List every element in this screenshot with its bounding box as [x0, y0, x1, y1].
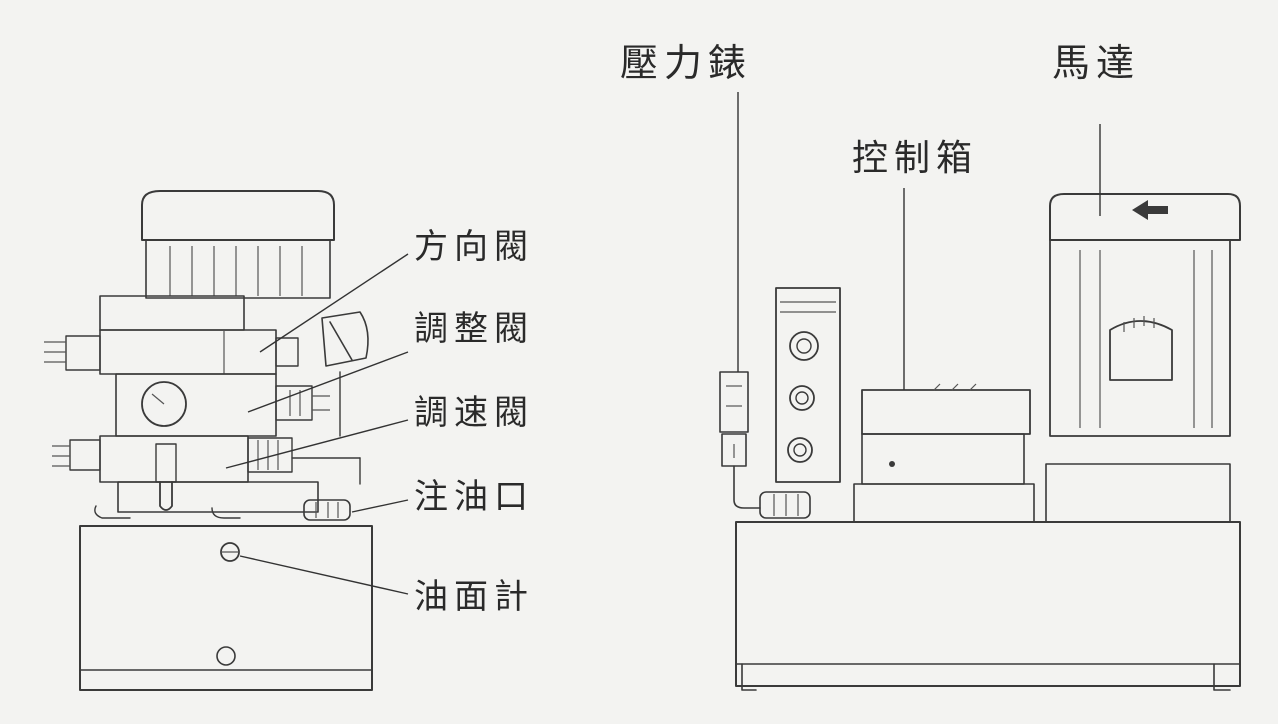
label-pressure-gauge: 壓力錶 [620, 41, 752, 85]
right-valve-stack [775, 287, 841, 483]
left-direction-valve [44, 295, 299, 375]
right-leader-lines [737, 92, 1101, 390]
label-oil-inlet: 注油口 [414, 477, 534, 517]
label-oil-gauge: 油面計 [414, 577, 534, 617]
label-adjust-valve: 調整閥 [414, 309, 534, 349]
left-motor-cap [141, 190, 335, 241]
left-unit [44, 190, 373, 691]
right-control-box [853, 383, 1035, 523]
right-pressure-gauge [719, 371, 761, 509]
left-speed-valve [52, 435, 361, 485]
label-speed-valve: 調速閥 [414, 393, 534, 433]
motor-fan-cover [1109, 320, 1173, 381]
right-oil-inlet [759, 491, 811, 519]
left-leader-lines [225, 253, 409, 595]
right-unit [719, 193, 1241, 691]
left-junction-box [321, 311, 369, 367]
label-motor: 馬達 [1052, 41, 1140, 85]
left-oil-inlet [303, 499, 351, 521]
left-tank [79, 525, 373, 691]
rotation-arrow-icon [1132, 200, 1168, 220]
left-manifold [94, 481, 319, 519]
right-motor [1045, 193, 1241, 523]
label-direction-valve: 方向閥 [414, 227, 534, 267]
right-tank [735, 521, 1241, 687]
left-motor-body [145, 239, 331, 299]
left-adjust-valve [115, 371, 341, 437]
label-control-box: 控制箱 [852, 138, 978, 179]
labels: 方向閥 調整閥 調速閥 注油口 油面計 壓力錶 控制箱 馬達 [414, 41, 1140, 617]
left-gauge-dial [141, 381, 187, 427]
left-drain-plug [216, 646, 236, 666]
